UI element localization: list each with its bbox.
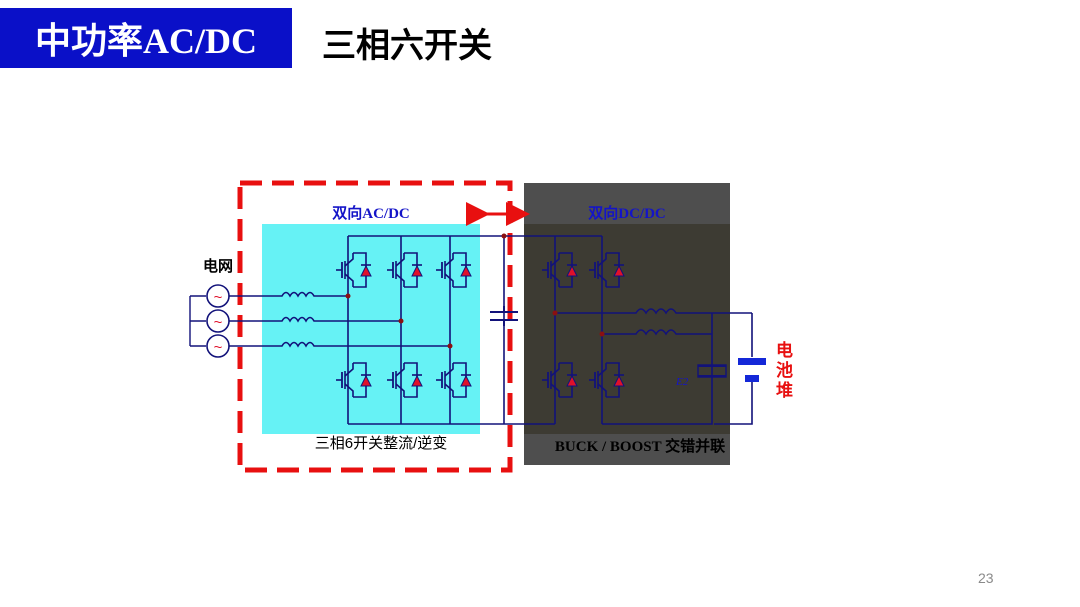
dcdc-legs [554,236,603,424]
grid-sources: ~ ~ ~ [189,284,230,358]
acdc-dashed-border [237,180,513,473]
battery-icon [714,313,766,425]
dcdc-inductors [555,308,752,425]
dcdc-label: 双向DC/DC [588,204,666,222]
phase-inductors [229,291,450,348]
acdc-block [262,224,480,434]
capacitor-label: E2 [675,376,689,388]
slide-subtitle: 三相六开关 [322,26,492,66]
page-number: 23 [978,570,994,586]
dc-link-capacitor [490,306,518,326]
grid-label: 电网 [203,257,233,275]
battery-label: 电 池 堆 [776,340,798,400]
acdc-label: 双向AC/DC [332,204,410,222]
slide-title: 中功率AC/DC [0,8,292,68]
output-capacitor [698,365,726,377]
buckboost-label: BUCK / BOOST 交错并联 [555,437,726,455]
svg-text:~: ~ [214,289,223,306]
svg-text:~: ~ [214,339,223,356]
phase-legs [347,236,451,424]
rectifier-label: 三相6开关整流/逆变 [315,435,448,452]
svg-text:~: ~ [214,314,223,331]
